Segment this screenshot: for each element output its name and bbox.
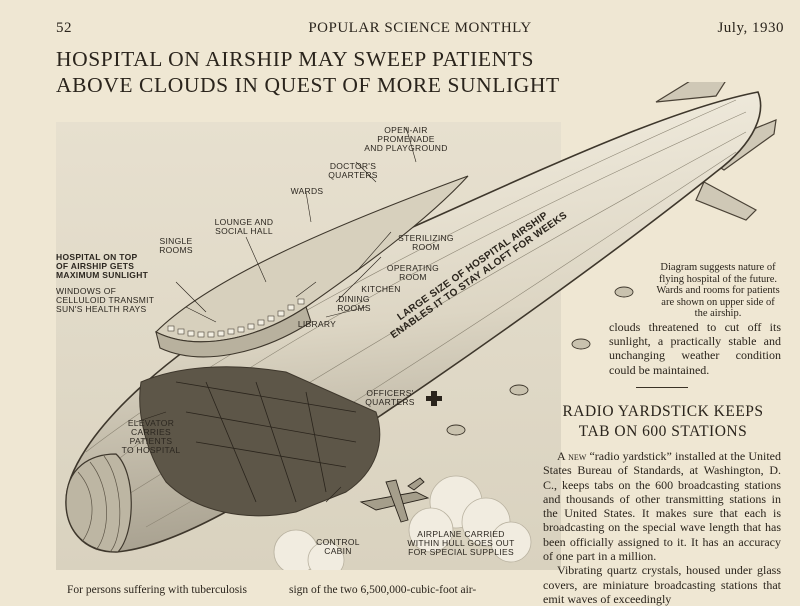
- magazine-title: POPULAR SCIENCE MONTHLY: [308, 20, 532, 36]
- article-2-paragraph-2: Vibrating quartz crystals, housed under …: [543, 563, 781, 606]
- page-header: 52 POPULAR SCIENCE MONTHLY July, 1930: [56, 20, 784, 40]
- page-number: 52: [56, 20, 72, 36]
- nose-ribs: [77, 455, 121, 553]
- airplane: [359, 477, 430, 523]
- headline-line-1: HOSPITAL ON AIRSHIP MAY SWEEP PATIENTS: [56, 47, 535, 71]
- label-lounge: LOUNGE AND SOCIAL HALL: [214, 217, 274, 236]
- cutaway-interior: [139, 366, 381, 517]
- label-kitchen: KITCHEN: [361, 284, 401, 294]
- label-officers-quarters: OFFICERS' QUARTERS: [365, 388, 415, 407]
- clouds: [273, 475, 532, 570]
- hospital-superstructure: [155, 175, 469, 358]
- label-wards: WARDS: [290, 186, 324, 196]
- label-library: LIBRARY: [297, 319, 337, 329]
- airship-diagram: OPEN-AIR PROMENADE AND PLAYGROUND DOCTOR…: [56, 82, 778, 570]
- issue-date: July, 1930: [717, 20, 784, 36]
- leader-lines: [135, 126, 417, 503]
- label-hospital-on-top: HOSPITAL ON TOP OF AIRSHIP GETS MAXIMUM …: [56, 252, 149, 280]
- label-sterilizing-room: STERILIZING ROOM: [398, 233, 454, 252]
- label-windows: WINDOWS OF CELLULOID TRANSMIT SUN'S HEAL…: [56, 286, 155, 314]
- label-airplane: AIRPLANE CARRIED WITHIN HULL GOES OUT FO…: [407, 529, 515, 557]
- bottom-text-left: For persons suffering with tuberculosis: [67, 584, 247, 596]
- section-divider: [636, 387, 688, 388]
- article-continuation: clouds threatened to cut off its sunligh…: [609, 320, 781, 377]
- article-2-body: A new “radio yardstick” installed at the…: [543, 449, 781, 606]
- article-2-heading: RADIO YARDSTICK KEEPS TAB ON 600 STATION…: [543, 402, 783, 442]
- article-2-paragraph-1-text: “radio yardstick” installed at the Unite…: [543, 449, 782, 564]
- diagram-caption: Diagram suggests nature of flying hospit…: [656, 262, 780, 319]
- label-promenade: OPEN-AIR PROMENADE AND PLAYGROUND: [364, 125, 448, 153]
- bottom-text-middle: sign of the two 6,500,000-cubic-foot air…: [289, 584, 477, 596]
- article-2-heading-line-1: RADIO YARDSTICK KEEPS: [562, 403, 764, 420]
- red-cross: [426, 391, 442, 406]
- airship-illustration: [56, 82, 777, 570]
- label-doctors-quarters: DOCTOR'S QUARTERS: [328, 161, 378, 180]
- article-2-paragraph-1: A new “radio yardstick” installed at the…: [543, 449, 781, 563]
- label-single-rooms: SINGLE ROOMS: [159, 236, 193, 255]
- main-headline: HOSPITAL ON AIRSHIP MAY SWEEP PATIENTS A…: [56, 46, 656, 98]
- hospital-windows: [167, 298, 305, 338]
- article-2-heading-line-2: TAB ON 600 STATIONS: [578, 423, 748, 440]
- headline-line-2: ABOVE CLOUDS IN QUEST OF MORE SUNLIGHT: [56, 73, 560, 97]
- engine-cars: [446, 286, 634, 436]
- article-2-lead-in: A new: [557, 449, 587, 463]
- label-operating-room: OPERATING ROOM: [386, 263, 440, 282]
- label-dining-rooms: DINING ROOMS: [337, 294, 371, 313]
- label-control-cabin: CONTROL CABIN: [316, 537, 360, 556]
- label-elevator: ELEVATOR CARRIES PATIENTS TO HOSPITAL: [121, 418, 181, 455]
